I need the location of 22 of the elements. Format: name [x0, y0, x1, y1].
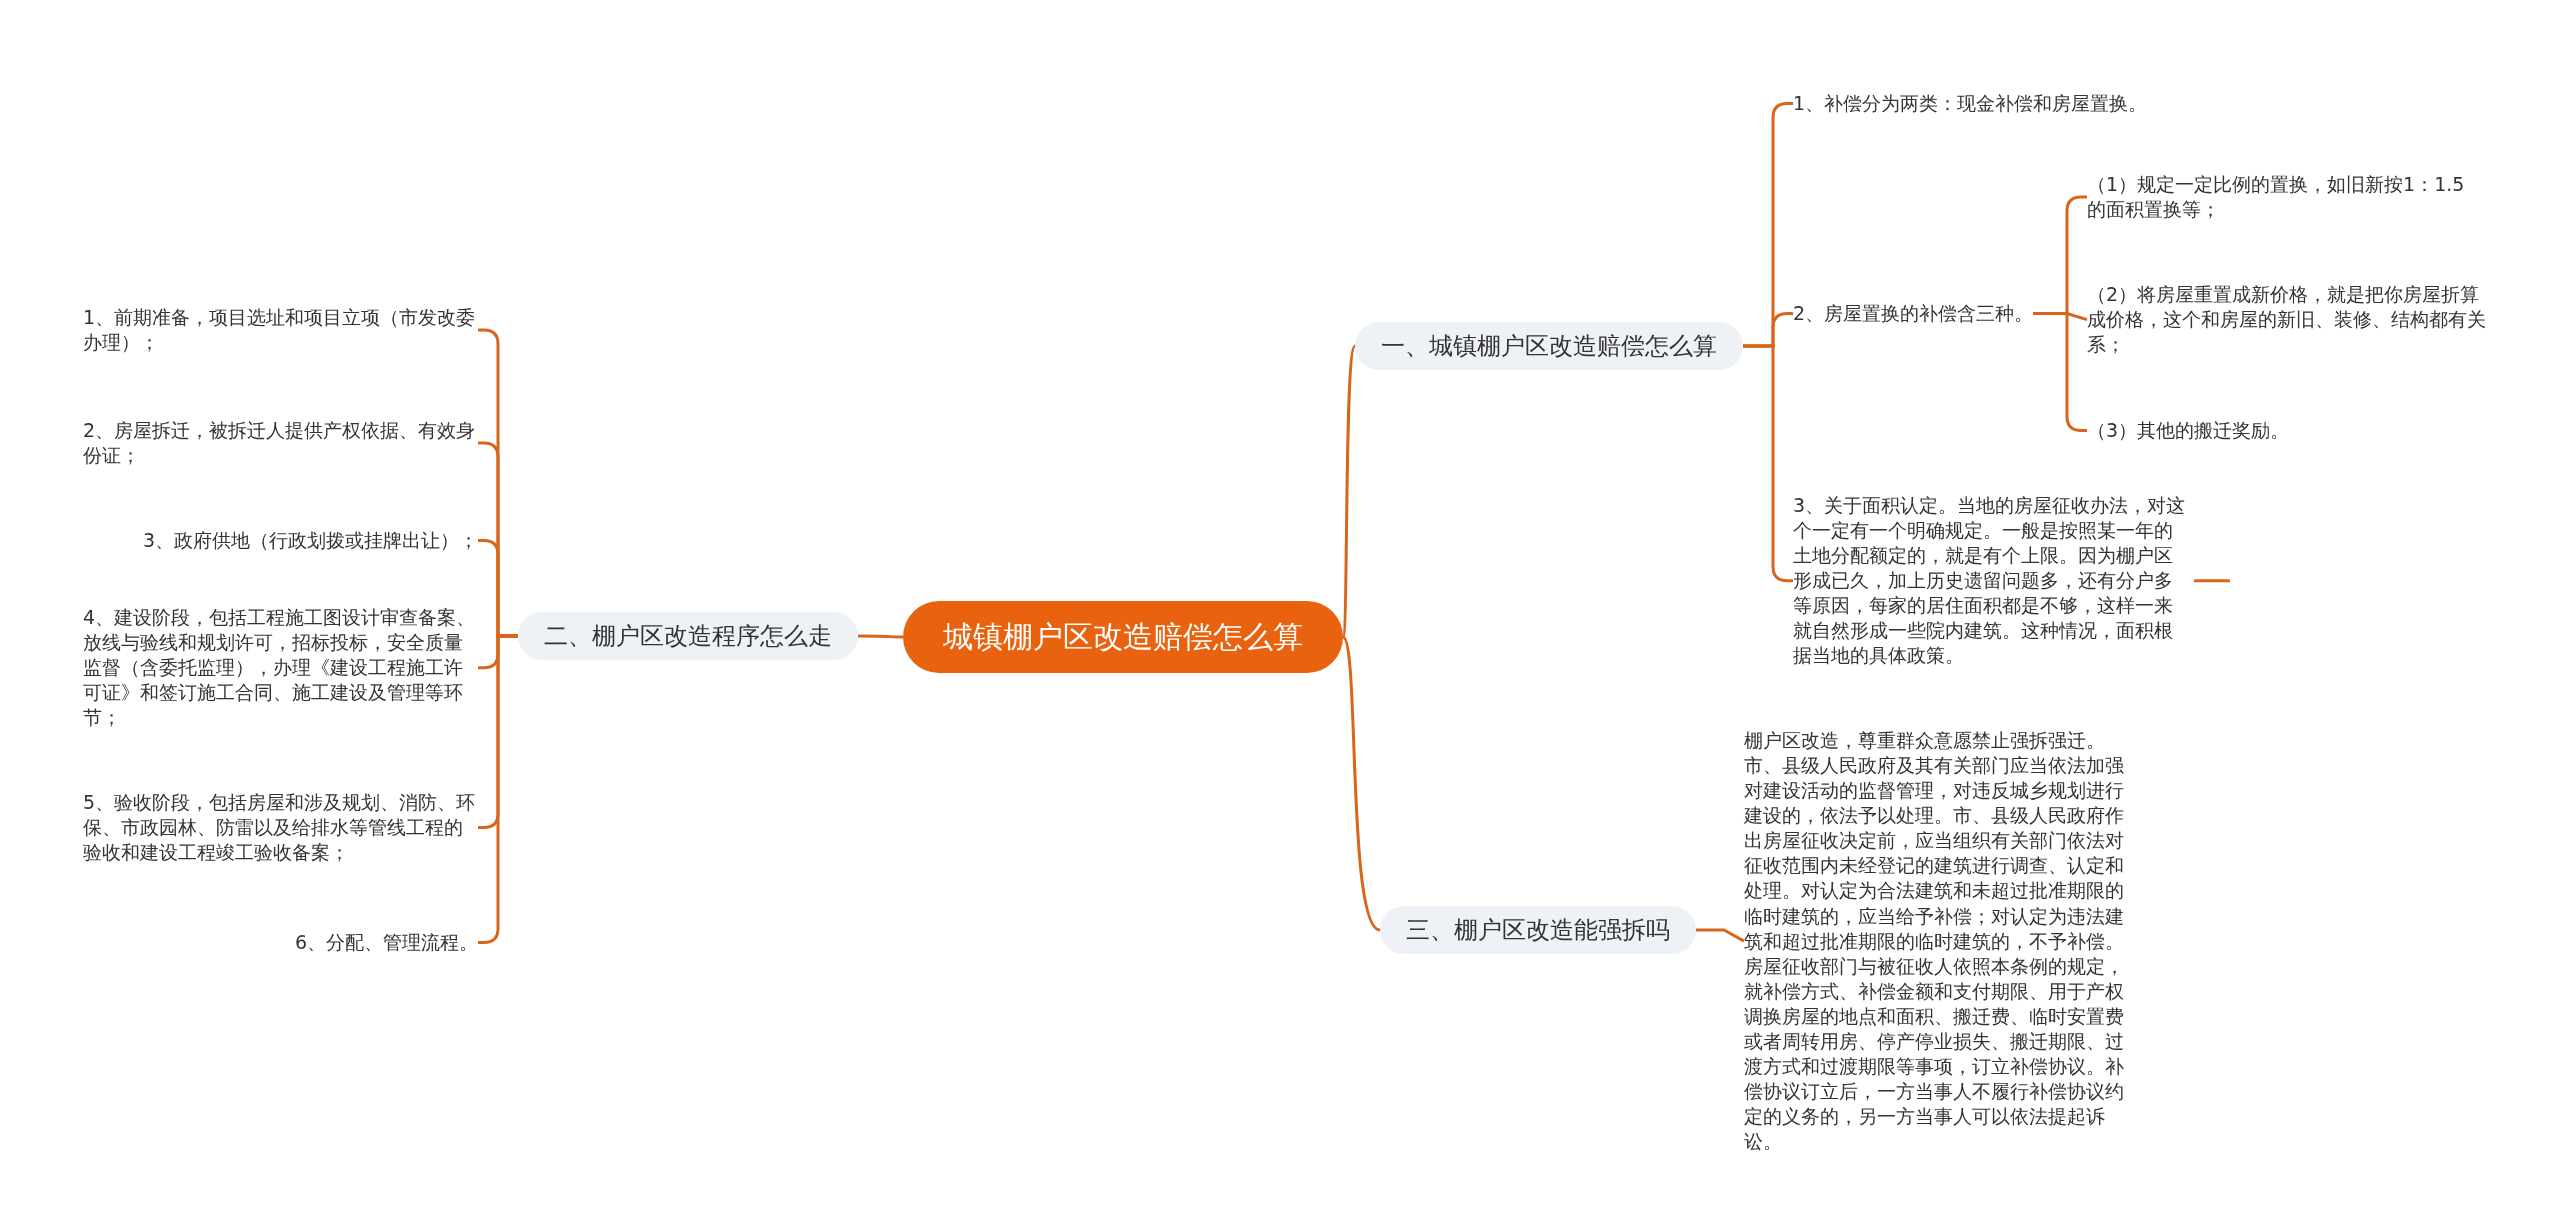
connector-line: [1341, 636, 1381, 932]
connector-line: [1696, 928, 1745, 943]
note-text: 2、房屋置换的补偿含三种。: [1793, 301, 2034, 327]
note-text: 棚户区改造，尊重群众意愿禁止强拆强迁。市、县级人民政府及其有关部门应当依法加强对建设活动的监督管理，对违反城乡规划进行建设的，依法予以处理。市、县级人民政府作出房屋征收决定前，应当组织有关部门依法对征收范围内未经登记的建筑进行调查、认定和处理。对认定为合法建筑和未超过批准期限的临时建筑的，应当给予补偿；对认定为违法建筑和超过批准期限的临时建筑的，不予补偿。房屋征收部门与被征收人依照本条例的规定，就补偿方式、补偿金额和支付期限、用于产权调换房屋的地点和面积、搬迁费、临时安置费或者周转用房、停产停业损失、搬迁期限、过渡方式和过渡期限等事项，订立补偿协议。补偿协议订立后，一方当事人不履行补偿协议约定的义务的，另一方当事人可以依法提起诉讼。: [1744, 728, 2139, 1155]
note-text: （1）规定一定比例的置换，如旧新按1：1.5的面积置换等；: [2087, 172, 2482, 223]
note-text: 3、政府供地（行政划拨或挂牌出让）；: [142, 528, 478, 554]
note-text: 2、房屋拆迁，被拆迁人提供产权依据、有效身份证；: [83, 418, 478, 469]
note-text: 1、补偿分为两类：现金补偿和房屋置换。: [1793, 91, 2148, 117]
topic-pill: 三、棚户区改造能强拆吗: [1380, 906, 1696, 954]
topic-pill: 二、棚户区改造程序怎么走: [518, 612, 858, 660]
connector-line: [858, 634, 903, 639]
note-text: 6、分配、管理流程。: [294, 930, 478, 956]
note-text: 5、验收阶段，包括房屋和涉及规划、消防、环保、市政园林、防雷以及给排水等管线工程的验收和建设工程竣工验收备案；: [83, 790, 478, 866]
note-text: （2）将房屋重置成新价格，就是把你房屋折算成价格，这个和房屋的新旧、装修、结构都有关系；: [2087, 282, 2492, 358]
note-text: 1、前期准备，项目选址和项目立项（市发改委办理）；: [83, 305, 478, 356]
note-text: 3、关于面积认定。当地的房屋征收办法，对这个一定有一个明确规定。一般是按照某一年的土地分配额定的，就是有个上限。因为棚户区形成已久，加上历史遗留问题多，还有分户多等原因，每家的居住面积都是不够，这样一来就自然形成一些院内建筑。这种情况，面积根据当地的具体政策。: [1793, 493, 2188, 669]
central-topic-pill: 城镇棚户区改造赔偿怎么算: [903, 601, 1343, 673]
connector-line: [1341, 345, 1357, 638]
connector-line: [2194, 579, 2230, 583]
note-text: （3）其他的搬迁奖励。: [2087, 418, 2290, 444]
topic-pill: 一、城镇棚户区改造赔偿怎么算: [1355, 322, 1743, 370]
note-text: 4、建设阶段，包括工程施工图设计审查备案、放线与验线和规划许可，招标投标，安全质量监督（含委托监理），办理《建设工程施工许可证》和签订施工合同、施工建设及管理等环节；: [83, 605, 478, 731]
